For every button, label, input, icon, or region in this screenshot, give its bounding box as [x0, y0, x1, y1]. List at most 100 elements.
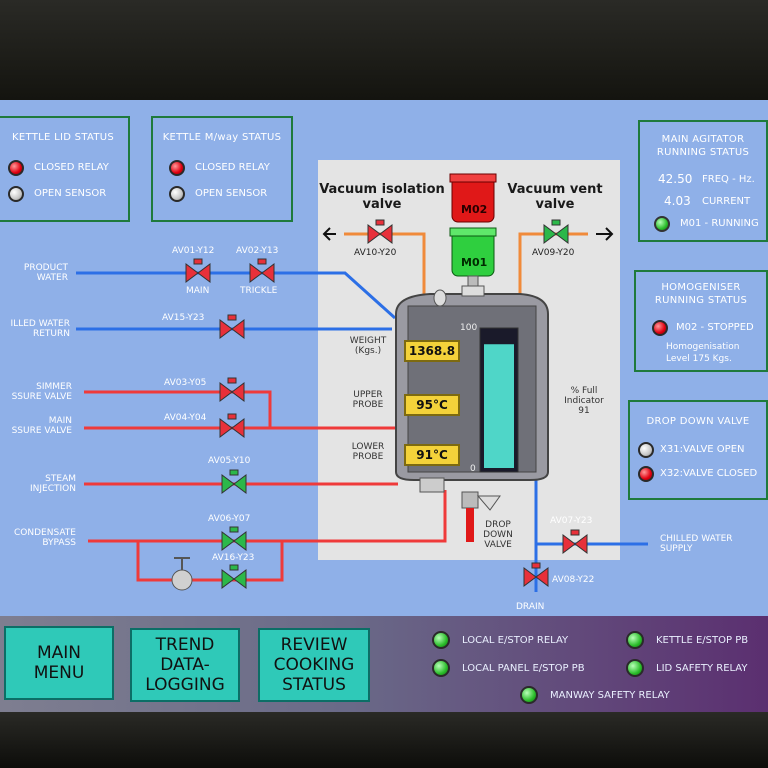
valve-av02-sublabel: TRICKLE: [240, 286, 278, 296]
valve-av15-icon: [219, 314, 245, 339]
product-water-label: PRODUCT WATER: [0, 263, 68, 283]
condensate-bypass-label: CONDENSATE BYPASS: [0, 528, 76, 548]
kettle-estop-lamp: [626, 631, 644, 649]
status-label: CLOSED RELAY: [34, 162, 109, 173]
button-line: MAIN: [36, 643, 81, 663]
valve-av16-label: AV16-Y23: [212, 553, 255, 563]
label-line: BYPASS: [42, 538, 76, 548]
steam-pipes: [84, 390, 447, 582]
button-line: STATUS: [282, 675, 346, 695]
valve-av06-label: AV06-Y07: [208, 514, 251, 524]
manway-safety-relay-lamp: [520, 686, 538, 704]
temperature-unit: °C: [432, 448, 448, 462]
valve-av03-icon: [219, 377, 245, 402]
simmer-pressure-valve-label: SIMMER SSURE VALVE: [0, 382, 72, 402]
monitor-bezel-top: [0, 0, 768, 100]
valve-av03-label: AV03-Y05: [164, 378, 207, 388]
drain-label: DRAIN: [516, 602, 545, 612]
upper-probe-label: UPPER PROBE: [338, 390, 398, 410]
label-line: CHILLED WATER: [660, 534, 733, 544]
valve-av01-label: AV01-Y12: [172, 246, 215, 256]
panel-title: HOMOGENISER: [661, 282, 741, 293]
valve-av02-icon: [249, 258, 275, 283]
gauge-scale-bottom: 0: [470, 464, 476, 474]
button-line: TREND: [155, 635, 215, 655]
valve-av04-icon: [219, 413, 245, 438]
kettle-estop-label: KETTLE E/STOP PB: [656, 635, 749, 646]
valve-av06-icon: [221, 526, 247, 551]
status-lamp: [638, 442, 654, 458]
local-panel-estop-lamp: [432, 659, 450, 677]
frequency-value: 42.50: [658, 172, 693, 186]
status-label: CLOSED RELAY: [195, 162, 270, 173]
lower-probe-label: LOWER PROBE: [338, 442, 398, 462]
valve-av08-label: AV08-Y22: [552, 575, 595, 585]
hmi-screen: KETTLE LID STATUS CLOSED RELAY OPEN SENS…: [0, 100, 768, 616]
weight-label: WEIGHT (Kgs.): [338, 336, 398, 356]
local-panel-estop-label: LOCAL PANEL E/STOP PB: [462, 663, 585, 674]
label-line: SSURE VALVE: [11, 392, 72, 402]
process-diagram: [76, 173, 648, 592]
label-line: (Kgs.): [354, 346, 382, 356]
homogenisation-level-label: Homogenisation: [666, 342, 740, 352]
direction-arrows: [322, 227, 614, 241]
valve-av01-sublabel: MAIN: [186, 286, 210, 296]
label-line: VALVE: [484, 540, 512, 550]
label-line: MAIN: [48, 416, 72, 426]
panel-title: MAIN AGITATOR: [661, 134, 745, 145]
condensate-bypass-pipe: [136, 541, 284, 582]
level-gauge-fill: [484, 344, 514, 468]
valve-av09-icon: [543, 219, 569, 244]
valve-av09-label: AV09-Y20: [532, 248, 575, 258]
button-line: MENU: [33, 663, 85, 683]
valve-av16-icon: [221, 564, 247, 589]
valve-av02-label: AV02-Y13: [236, 246, 279, 256]
motor-m01-label: M01: [461, 256, 488, 269]
panel-title: DROP DOWN VALVE: [646, 416, 750, 427]
monitor-bezel-bottom: [0, 712, 768, 768]
local-estop-relay-label: LOCAL E/STOP RELAY: [462, 635, 569, 646]
motor-m02-icon: [449, 173, 497, 223]
status-lamp: [638, 466, 654, 482]
label-line: RETURN: [32, 329, 70, 339]
frequency-unit: FREQ - Hz.: [702, 174, 755, 185]
valve-av15-label: AV15-Y23: [162, 313, 205, 323]
drop-down-valve-label: DROP DOWN VALVE: [476, 520, 520, 550]
label-line: LOWER: [351, 442, 385, 452]
panel-title: KETTLE M/way STATUS: [162, 132, 282, 143]
label-line: ILLED WATER: [10, 319, 70, 329]
label-line: Vacuum vent: [507, 182, 603, 197]
manway-safety-relay-label: MANWAY SAFETY RELAY: [550, 690, 670, 701]
status-label: X31:VALVE OPEN: [660, 444, 745, 455]
main-pressure-valve-label: MAIN SSURE VALVE: [0, 416, 72, 436]
label-line: WEIGHT: [349, 336, 387, 346]
panel-title: RUNNING STATUS: [654, 295, 748, 306]
valve-av07-icon: [562, 529, 588, 554]
status-lamp: [8, 160, 24, 176]
current-unit: CURRENT: [702, 196, 751, 207]
lid-safety-relay-lamp: [626, 659, 644, 677]
label-line: CONDENSATE: [14, 528, 76, 538]
label-line: INJECTION: [30, 484, 76, 494]
steam-injection-label: STEAM INJECTION: [0, 474, 76, 494]
condensate-pipe: [88, 490, 447, 543]
agitator-status-label: M01 - RUNNING: [680, 218, 759, 229]
manual-valve-icon: [171, 557, 193, 591]
local-estop-relay-lamp: [432, 631, 450, 649]
button-line: LOGGING: [145, 675, 225, 695]
running-lamp: [654, 216, 670, 232]
valve-av05-icon: [221, 469, 247, 494]
label-line: DOWN: [483, 530, 513, 540]
panel-title: RUNNING STATUS: [656, 147, 750, 158]
weight-readout: 1368.8: [404, 340, 460, 362]
chilled-water-return-label: ILLED WATER RETURN: [0, 319, 70, 339]
valve-av10-label: AV10-Y20: [354, 248, 397, 258]
label-line: PROBE: [352, 452, 384, 462]
label-line: SSURE VALVE: [11, 426, 72, 436]
chilled-water-supply-label: CHILLED WATER SUPPLY: [660, 534, 733, 554]
label-line: Indicator: [564, 396, 604, 406]
arrow-right-icon: [596, 227, 614, 241]
